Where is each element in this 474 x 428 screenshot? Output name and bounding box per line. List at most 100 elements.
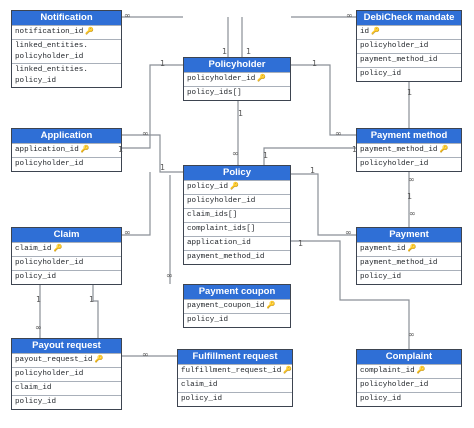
field-name: complaint_ids[] <box>187 225 256 233</box>
field-row: policyholder_id <box>12 256 121 270</box>
field-row: payment_coupon_id🔑 <box>184 299 290 313</box>
key-icon: 🔑 <box>85 28 95 36</box>
field-name: policyholder_id <box>360 160 429 168</box>
entity-payment-method[interactable]: Payment method payment_method_id🔑 policy… <box>356 128 462 172</box>
cardinality-one-marker: 1 <box>298 239 304 248</box>
field-row: policy_id <box>357 67 461 81</box>
field-row: policy_id <box>357 270 461 284</box>
field-row: id🔑 <box>357 25 461 39</box>
field-name: payment_id <box>360 245 406 253</box>
field-row: application_id <box>184 236 290 250</box>
field-row: policyholder_id <box>357 39 461 53</box>
field-row: policy_id <box>184 313 290 327</box>
field-row: policyholder_id <box>184 194 290 208</box>
cardinality-many-marker: ∞ <box>232 149 239 158</box>
relationship-line <box>291 173 356 236</box>
field-name: policy_id <box>187 316 229 324</box>
relationship-line <box>92 283 177 357</box>
entity-title: Payment <box>357 228 461 242</box>
cardinality-many-marker: ∞ <box>124 228 131 237</box>
cardinality-one-marker: 1 <box>312 59 318 68</box>
entity-title: Policy <box>184 166 290 180</box>
entity-title: Complaint <box>357 350 461 364</box>
entity-payment[interactable]: Payment payment_id🔑 payment_method_id po… <box>356 227 462 285</box>
field-name: policyholder_id <box>187 75 256 83</box>
relationship-line <box>122 172 151 236</box>
entity-application[interactable]: Application application_id🔑 policyholder… <box>11 128 122 172</box>
field-row: policy_id <box>12 395 121 409</box>
field-row: complaint_ids[] <box>184 222 290 236</box>
cardinality-many-marker: ∞ <box>408 175 415 184</box>
key-icon: 🔑 <box>94 356 104 364</box>
cardinality-one-marker: 1 <box>407 192 413 201</box>
field-row: policy_id <box>357 392 461 406</box>
cardinality-many-marker: ∞ <box>345 228 352 237</box>
field-name: complaint_id <box>360 367 415 375</box>
relationship-line <box>291 64 356 136</box>
cardinality-many-marker: ∞ <box>142 129 149 138</box>
field-name: payment_method_id <box>360 259 438 267</box>
entity-policyholder[interactable]: Policyholder policyholder_id🔑 policy_ids… <box>183 57 291 101</box>
entity-payment-coupon[interactable]: Payment coupon payment_coupon_id🔑 policy… <box>183 284 291 328</box>
cardinality-one-marker: 1 <box>263 151 269 160</box>
entity-fulfillment-request[interactable]: Fulfillment request fulfillment_request_… <box>177 349 293 407</box>
field-row: payment_method_id <box>184 250 290 264</box>
field-name: notification_id <box>15 28 84 36</box>
field-name: application_id <box>187 239 251 247</box>
field-name: linked_entities. policyholder_id <box>15 42 88 61</box>
field-name: policy_id <box>360 70 402 78</box>
field-row: policy_id🔑 <box>184 180 290 194</box>
entity-claim[interactable]: Claim claim_id🔑 policyholder_id policy_i… <box>11 227 122 285</box>
field-name: policy_id <box>181 395 223 403</box>
key-icon: 🔑 <box>439 146 449 154</box>
field-row: payment_method_id <box>357 53 461 67</box>
key-icon: 🔑 <box>230 183 239 191</box>
field-name: application_id <box>15 146 79 154</box>
key-icon: 🔑 <box>407 245 417 253</box>
field-row: policyholder_id🔑 <box>184 72 290 86</box>
field-name: payment_method_id <box>360 56 438 64</box>
field-name: linked_entities. policy_id <box>15 66 88 85</box>
field-row: claim_id <box>178 378 292 392</box>
cardinality-one-marker: 1 <box>89 295 95 304</box>
cardinality-one-marker: 1 <box>407 88 413 97</box>
field-row: payment_method_id <box>357 256 461 270</box>
entity-title: Payout request <box>12 339 121 353</box>
key-icon: 🔑 <box>416 367 426 375</box>
field-name: policyholder_id <box>360 381 429 389</box>
field-name: claim_id <box>15 245 52 253</box>
field-row: policyholder_id <box>357 378 461 392</box>
cardinality-one-marker: 1 <box>352 145 358 154</box>
field-name: policy_id <box>360 395 402 403</box>
entity-title: Claim <box>12 228 121 242</box>
cardinality-many-marker: ∞ <box>335 129 342 138</box>
field-row: complaint_id🔑 <box>357 364 461 378</box>
cardinality-one-marker: 1 <box>310 166 316 175</box>
field-row: claim_id🔑 <box>12 242 121 256</box>
key-icon: 🔑 <box>283 367 292 375</box>
field-row: policyholder_id <box>12 367 121 381</box>
key-icon: 🔑 <box>53 245 63 253</box>
entity-complaint[interactable]: Complaint complaint_id🔑 policyholder_id … <box>356 349 462 407</box>
field-row: policy_id <box>12 270 121 284</box>
field-row: policy_id <box>178 392 292 406</box>
cardinality-one-marker: 1 <box>246 47 252 56</box>
field-name: claim_ids[] <box>187 211 238 219</box>
cardinality-many-marker: ∞ <box>408 330 415 339</box>
field-row: claim_ids[] <box>184 208 290 222</box>
field-name: fulfillment_request_id <box>181 367 282 375</box>
entity-notification[interactable]: Notification notification_id🔑 linked_ent… <box>11 10 122 88</box>
field-name: payment_method_id <box>187 253 265 261</box>
key-icon: 🔑 <box>257 75 267 83</box>
cardinality-many-marker: ∞ <box>409 209 416 218</box>
key-icon: 🔑 <box>266 302 276 310</box>
relationship-line <box>122 134 183 173</box>
key-icon: 🔑 <box>371 28 380 36</box>
field-name: policyholder_id <box>187 197 256 205</box>
entity-debicheck-mandate[interactable]: DebiCheck mandate id🔑 policyholder_id pa… <box>356 10 462 82</box>
entity-payout-request[interactable]: Payout request payout_request_id🔑 policy… <box>11 338 122 410</box>
field-row: linked_entities. policy_id <box>12 63 121 87</box>
field-name: policyholder_id <box>15 160 84 168</box>
entity-policy[interactable]: Policy policy_id🔑 policyholder_id claim_… <box>183 165 291 265</box>
entity-title: Notification <box>12 11 121 25</box>
